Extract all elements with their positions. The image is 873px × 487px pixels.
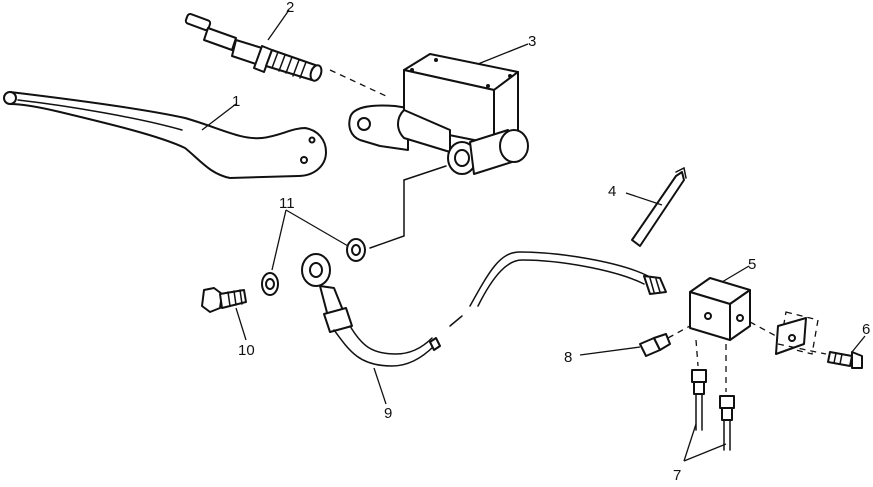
junction-block [689,277,819,355]
master-cylinder [329,53,529,249]
callout-2: 2 [286,0,294,16]
callout-10: 10 [238,342,255,359]
brake-hose [301,251,667,367]
callout-8: 8 [564,349,572,366]
callout-11: 11 [279,195,295,212]
piston-assembly [184,13,323,82]
callout-9: 9 [384,405,392,422]
callout-6: 6 [862,321,870,338]
callout-1: 1 [232,93,240,110]
callout-3: 3 [528,33,536,50]
leader-lines [201,9,866,462]
callout-4: 4 [608,183,616,200]
callout-labels: 1 2 3 4 5 6 7 8 9 10 11 [232,0,870,484]
bleeder-valve [639,325,691,357]
callout-5: 5 [748,256,756,273]
cable-tie [631,166,687,247]
block-bolt [777,343,863,369]
washers [261,238,366,296]
callout-7: 7 [673,467,681,482]
banjo-bolt [201,287,247,313]
brake-lever [3,91,327,179]
brake-lines [691,339,735,451]
